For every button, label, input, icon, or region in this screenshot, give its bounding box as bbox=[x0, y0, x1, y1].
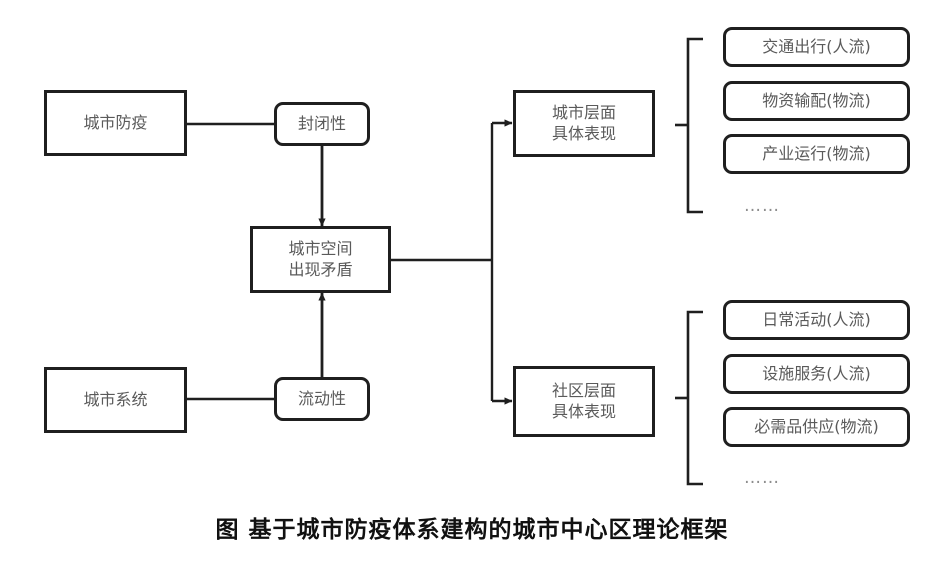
item-city-industry[interactable]: 产业运行(物流) bbox=[723, 134, 910, 174]
item-city-transport[interactable]: 交通出行(人流) bbox=[723, 27, 910, 67]
figure-caption: 图 基于城市防疫体系建构的城市中心区理论框架 bbox=[215, 516, 729, 543]
bracket-community-level bbox=[686, 310, 703, 486]
node-closure[interactable]: 封闭性 bbox=[274, 102, 370, 146]
bracket-city-level bbox=[686, 37, 703, 214]
node-mobility[interactable]: 流动性 bbox=[274, 377, 370, 421]
node-spatial-conflict[interactable]: 城市空间 出现矛盾 bbox=[250, 226, 391, 293]
item-city-supply[interactable]: 物资输配(物流) bbox=[723, 81, 910, 121]
node-community-level[interactable]: 社区层面 具体表现 bbox=[513, 366, 655, 437]
item-community-necessities[interactable]: 必需品供应(物流) bbox=[723, 407, 910, 447]
ellipsis-community-level: …… bbox=[744, 468, 780, 488]
node-epidemic-control[interactable]: 城市防疫 bbox=[44, 90, 187, 156]
item-community-facility[interactable]: 设施服务(人流) bbox=[723, 354, 910, 394]
node-city-level[interactable]: 城市层面 具体表现 bbox=[513, 90, 655, 157]
ellipsis-city-level: …… bbox=[744, 196, 780, 216]
item-community-daily[interactable]: 日常活动(人流) bbox=[723, 300, 910, 340]
node-urban-system[interactable]: 城市系统 bbox=[44, 367, 187, 433]
